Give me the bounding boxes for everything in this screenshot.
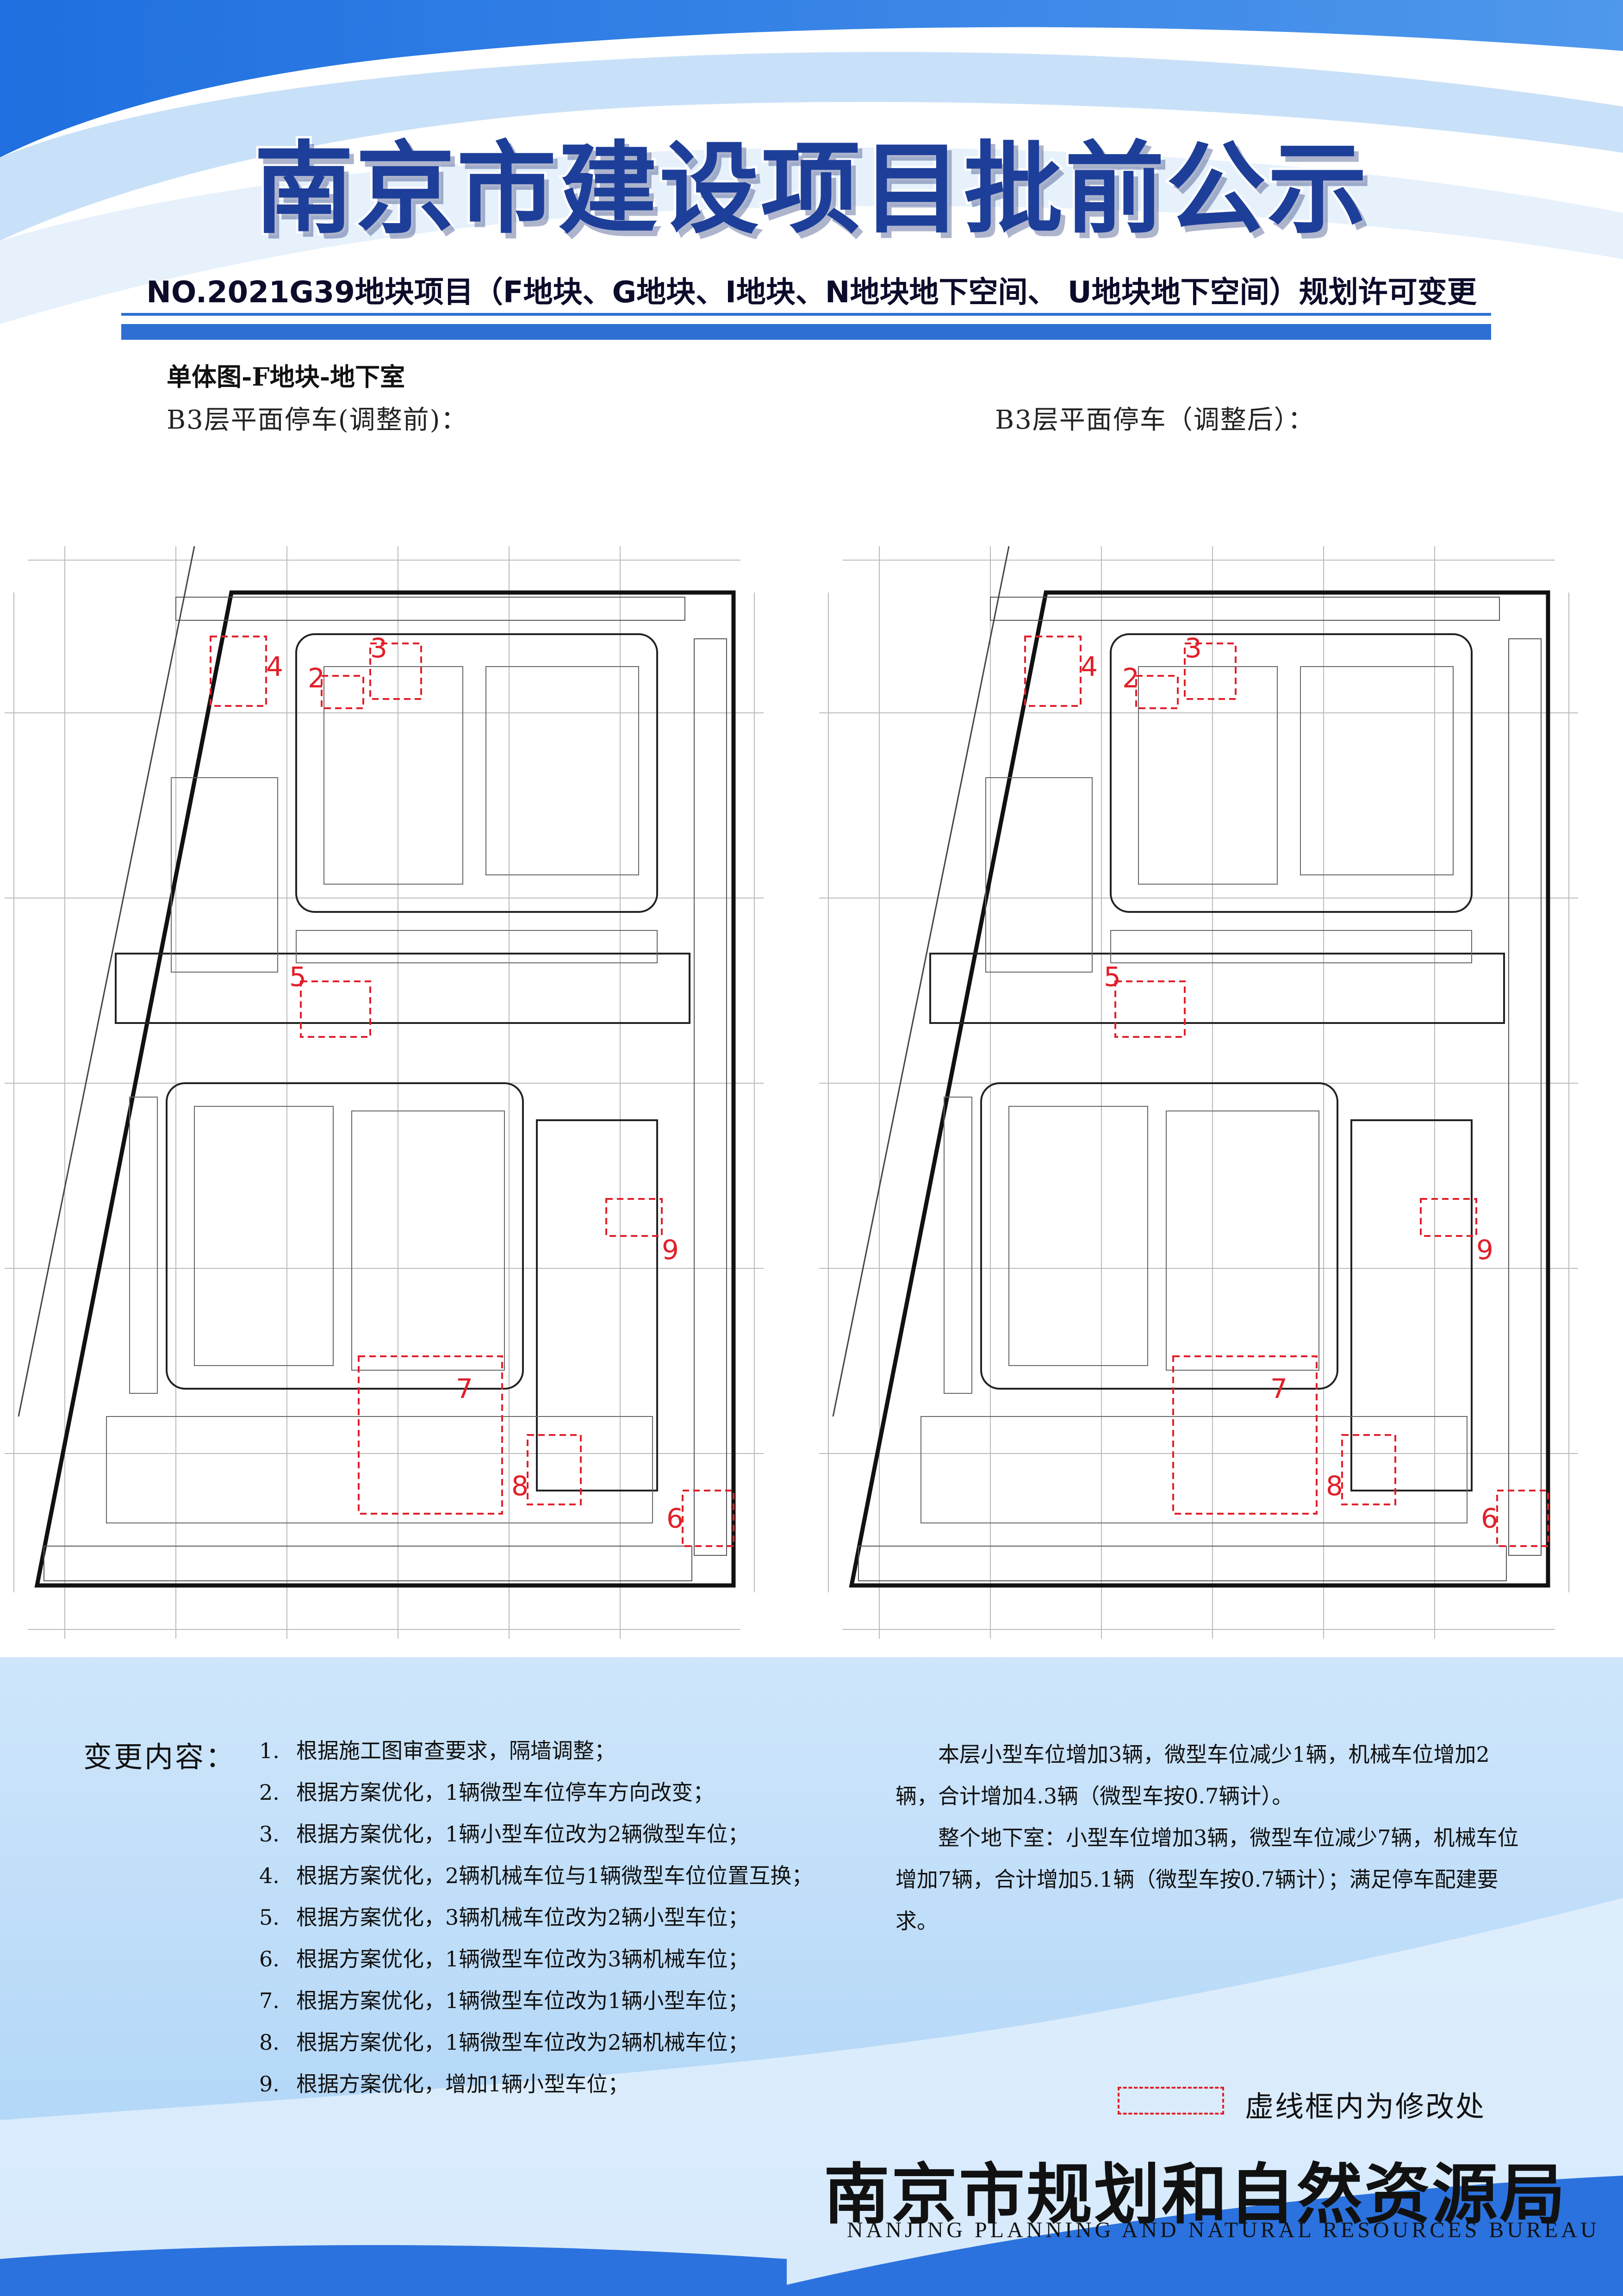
list-item: 5.根据方案优化，3辆机械车位改为2辆小型车位； xyxy=(259,1905,749,1930)
section-heading: 单体图-F地块-地下室 xyxy=(167,362,405,392)
changes-heading: 变更内容： xyxy=(83,1740,236,1774)
header-background xyxy=(0,0,1623,532)
marker-label: 7 xyxy=(1270,1373,1287,1404)
bureau-name-english: NANJING PLANNING AND NATURAL RESOURCES B… xyxy=(847,2218,1600,2242)
list-item: 1.根据施工图审查要求，隔墙调整； xyxy=(259,1738,616,1763)
list-item: 4.根据方案优化，2辆机械车位与1辆微型车位位置互换； xyxy=(259,1863,813,1888)
summary-total: 整个地下室：小型车位增加3辆，微型车位减少7辆，机械车位增加7辆，合计增加5.1… xyxy=(895,1825,1519,1934)
plan-after-drawing xyxy=(819,546,1578,1639)
list-item: 8.根据方案优化，1辆微型车位改为2辆机械车位； xyxy=(259,2030,749,2055)
header-rule-thin xyxy=(121,313,1491,316)
project-subtitle: NO.2021G39地块项目（F地块、G地块、I地块、N地块地下空间、 U地块地… xyxy=(146,275,1477,310)
legend-dashed-box xyxy=(1118,2087,1224,2115)
header-rule xyxy=(121,324,1491,340)
change-list: 1.根据施工图审查要求，隔墙调整； 2.根据方案优化，1辆微型车位停车方向改变；… xyxy=(259,1737,813,2112)
marker-label: 9 xyxy=(1476,1234,1493,1266)
marker-label: 7 xyxy=(456,1373,473,1404)
list-item: 6.根据方案优化，1辆微型车位改为3辆机械车位； xyxy=(259,1947,749,1972)
plan-before-drawing xyxy=(5,546,764,1639)
floor-plan-after: 4 2 3 5 6 7 8 9 xyxy=(819,546,1578,1639)
marker-label: 8 xyxy=(1326,1470,1343,1502)
list-item: 7.根据方案优化，1辆微型车位改为1辆小型车位； xyxy=(259,1988,749,2013)
summary-floor: 本层小型车位增加3辆，微型车位减少1辆，机械车位增加2辆，合计增加4.3辆（微型… xyxy=(895,1742,1490,1809)
change-summary: 本层小型车位增加3辆，微型车位减少1辆，机械车位增加2辆，合计增加4.3辆（微型… xyxy=(895,1734,1520,1942)
marker-label: 6 xyxy=(1481,1503,1498,1534)
marker-label: 3 xyxy=(1185,632,1202,664)
marker-label: 4 xyxy=(266,651,283,682)
plan-after-caption: B3层平面停车（调整后）： xyxy=(995,405,1315,435)
marker-label: 5 xyxy=(1104,961,1121,992)
list-item: 3.根据方案优化，1辆小型车位改为2辆微型车位； xyxy=(259,1822,749,1847)
bureau-name: 南京市规划和自然资源局 xyxy=(824,2156,1567,2233)
modification-markers-before xyxy=(210,636,734,1547)
marker-label: 2 xyxy=(1122,662,1139,694)
marker-label: 4 xyxy=(1081,651,1098,682)
marker-label: 9 xyxy=(662,1234,679,1266)
list-item: 2.根据方案优化，1辆微型车位停车方向改变； xyxy=(259,1780,715,1805)
marker-label: 2 xyxy=(308,662,325,694)
marker-label: 3 xyxy=(370,632,387,664)
list-item: 9.根据方案优化，增加1辆小型车位； xyxy=(259,2071,629,2096)
legend-label: 虚线框内为修改处 xyxy=(1245,2090,1486,2123)
floor-plan-before: 4 2 3 5 6 7 8 9 xyxy=(5,546,764,1639)
marker-label: 6 xyxy=(666,1503,684,1534)
page-title: 南京市建设项目批前公示 xyxy=(252,130,1369,247)
plan-before-caption: B3层平面停车(调整前)： xyxy=(167,405,468,435)
marker-label: 5 xyxy=(289,961,306,992)
footer-background xyxy=(0,1657,1623,2296)
modification-markers-after xyxy=(1024,636,1549,1547)
marker-label: 8 xyxy=(511,1470,529,1502)
